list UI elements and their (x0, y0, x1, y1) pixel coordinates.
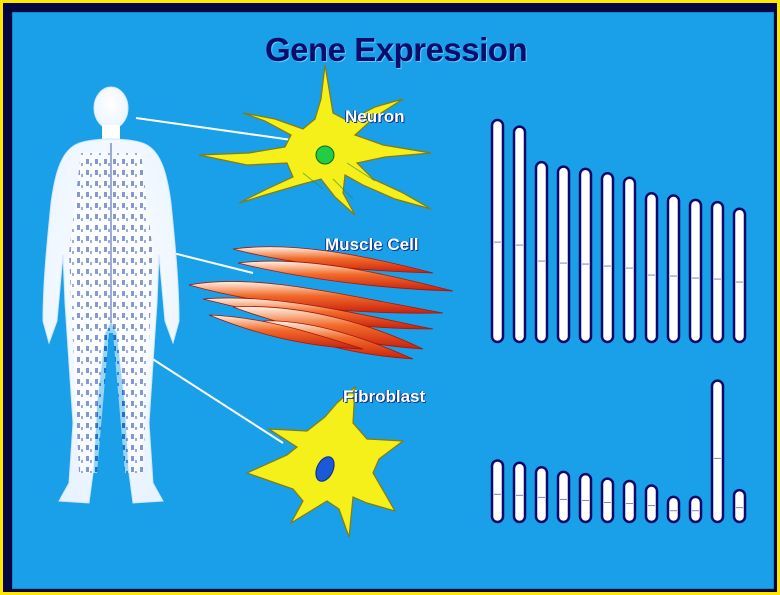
muscle-cell-label: Muscle Cell (325, 235, 419, 255)
fibroblast-bar-1 (492, 460, 503, 522)
muscle-cell-bar-8 (646, 193, 657, 342)
fibroblast-bar-11 (712, 381, 723, 522)
fibroblast-bar-10 (690, 497, 701, 522)
fibroblast-bar-9 (668, 497, 679, 522)
muscle-cell-bar-9 (668, 195, 679, 342)
fibroblast-bar-4 (558, 472, 569, 522)
muscle-cell-bar-2 (514, 127, 525, 342)
muscle-cell-bar-1 (492, 120, 503, 342)
muscle-cell-bar-3 (536, 162, 547, 342)
fibroblast-bar-6 (602, 479, 613, 522)
muscle-cell-bar-12 (734, 209, 745, 342)
muscle-cell-bar-7 (624, 178, 635, 342)
fibroblast-bar-7 (624, 481, 635, 522)
fibroblast-icon (247, 387, 403, 537)
muscle-cell-bar-5 (580, 169, 591, 342)
slide-title: Gene Expression (265, 31, 527, 69)
neuron-label: Neuron (345, 107, 405, 127)
fibroblast-label: Fibroblast (343, 387, 425, 407)
muscle-cell-bar-6 (602, 173, 613, 342)
muscle-cell-bar-10 (690, 200, 701, 342)
fibroblast-bar-12 (734, 490, 745, 522)
muscle-cell-bar-4 (558, 167, 569, 342)
gene-expression-diagram (3, 3, 777, 592)
fibroblast-bar-3 (536, 467, 547, 522)
muscle-cell-bar-11 (712, 202, 723, 342)
fibroblast-bar-5 (580, 474, 591, 522)
muscle-cell-icon (189, 247, 453, 359)
fibroblast-bar-2 (514, 463, 525, 522)
fibroblast-expression-bars (492, 381, 745, 522)
fibroblast-bar-8 (646, 486, 657, 522)
neuron-icon (199, 65, 431, 215)
fibroblast-connector-line (151, 358, 283, 443)
human-body-icon (43, 87, 179, 503)
muscle-cell-expression-bars (492, 120, 745, 342)
